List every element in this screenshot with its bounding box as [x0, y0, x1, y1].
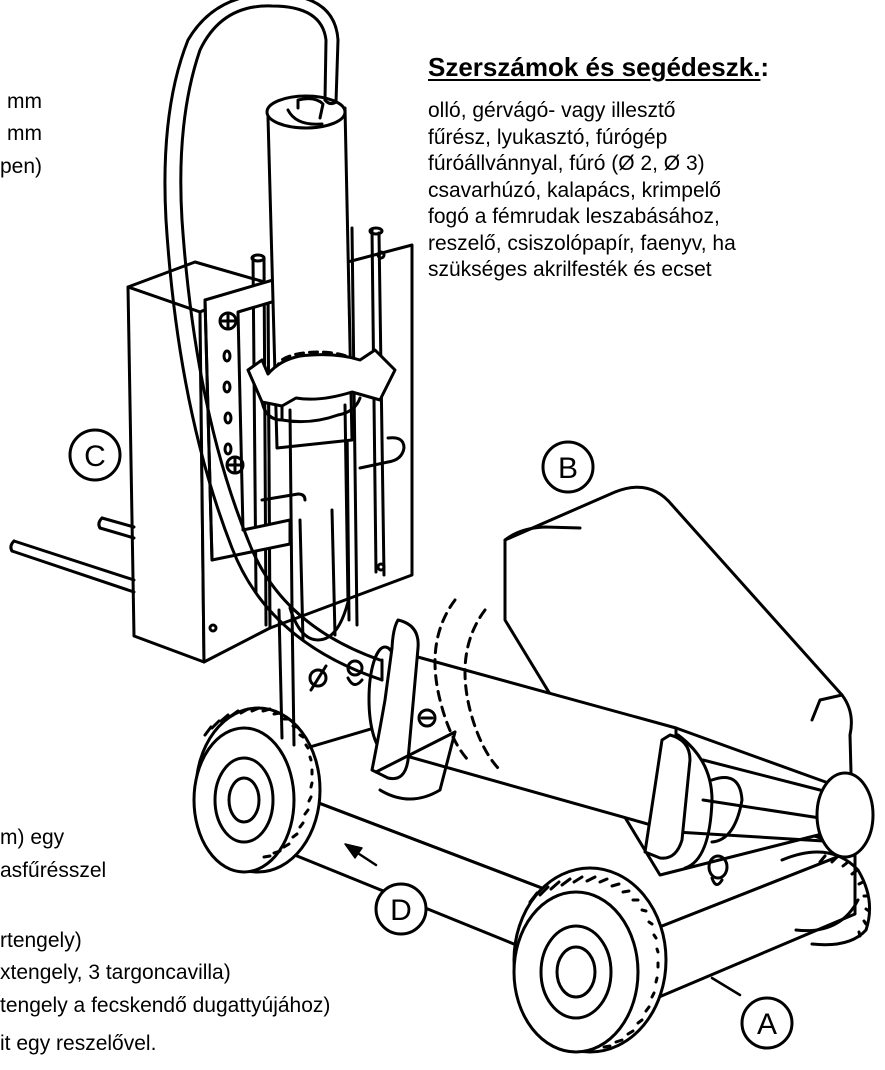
- left-fragment-3: pen): [0, 155, 43, 178]
- vertical-clamp: [246, 348, 397, 424]
- left-fragment-4: m) egy: [0, 826, 65, 849]
- part-label-c: C: [68, 428, 122, 482]
- part-label-b: B: [541, 440, 595, 494]
- mast-board: [126, 243, 414, 664]
- part-label-c-text: C: [84, 440, 106, 473]
- left-fragment-2: mm: [7, 122, 42, 145]
- wheel-rear-left: [192, 706, 322, 874]
- tools-heading: Szerszámok és segédeszk.:: [428, 52, 769, 83]
- tools-list: olló, gérvágó- vagy illesztő fűrész, lyu…: [428, 98, 736, 284]
- left-fragment-9: it egy reszelővel.: [0, 1032, 157, 1055]
- tools-heading-title: Szerszámok és segédeszk.: [428, 52, 761, 82]
- left-fragment-6: rtengely): [0, 929, 82, 952]
- left-fragment-5: asfűrésszel: [0, 859, 107, 882]
- tools-heading-colon: :: [760, 52, 770, 82]
- horizontal-syringe: [367, 598, 875, 859]
- tools-line: fúróállvánnyal, fúró (Ø 2, Ø 3): [428, 152, 705, 175]
- mast-crossbars: [260, 436, 406, 692]
- label-a-leader: [710, 976, 742, 997]
- hose: [163, 0, 384, 682]
- part-label-d-text: D: [390, 894, 412, 927]
- tools-line: csavarhúzó, kalapács, krimpelő: [428, 178, 721, 202]
- tools-line: reszelő, csiszolópapír, faenyv, ha: [428, 231, 736, 255]
- tools-line: szükséges akrilfesték és ecset: [428, 258, 712, 281]
- left-fragment-8: tengely a fecskendő dugattyújához): [0, 994, 331, 1017]
- tools-line: olló, gérvágó- vagy illesztő: [428, 99, 676, 122]
- part-label-a: A: [740, 996, 794, 1050]
- wheel-front-left: [512, 866, 668, 1054]
- part-label-d: D: [374, 882, 428, 936]
- label-d-arrow: [344, 843, 378, 867]
- tools-line: fűrész, lyukasztó, fúrógép: [428, 125, 668, 149]
- fork-tines: [9, 516, 136, 594]
- left-fragment-1: mm: [7, 90, 42, 113]
- part-label-a-text: A: [757, 1008, 777, 1041]
- left-fragment-7: xtengely, 3 targoncavilla): [0, 961, 231, 984]
- wheel-right: [780, 850, 872, 947]
- syringe-clamps: [370, 618, 744, 886]
- part-label-b-text: B: [558, 452, 578, 485]
- tools-line: fogó a fémrudak leszabásához,: [428, 205, 720, 228]
